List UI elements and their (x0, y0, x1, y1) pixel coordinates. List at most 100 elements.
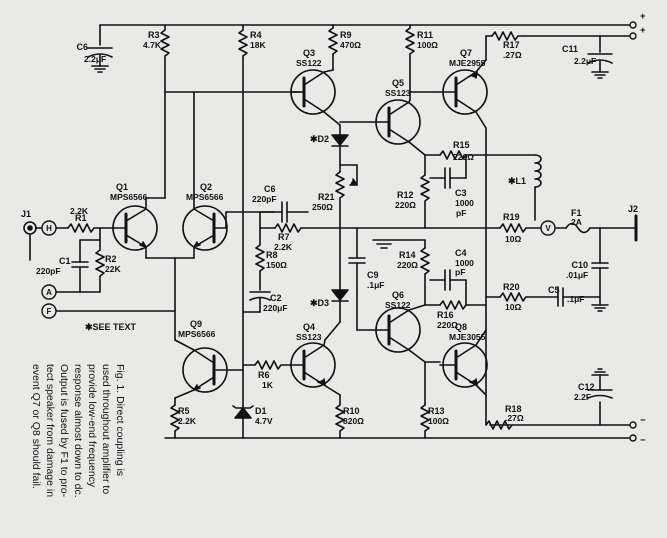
figure-caption: Fig. 1. Direct coupling is used througho… (8, 364, 128, 532)
r2-resistor (95, 249, 105, 277)
r9-resistor (328, 27, 338, 55)
c10-ref: C10 (571, 260, 588, 270)
r16-value: 220Ω (437, 320, 458, 330)
r20-ref: R20 (503, 282, 520, 292)
q1-part: MPS6566 (110, 192, 148, 202)
d3-ref: ✱D3 (310, 298, 329, 308)
c11-value: 2.2μF (574, 56, 596, 66)
caption-line-3: provide low-end frequency (86, 364, 98, 488)
r15-ref: R15 (453, 140, 470, 150)
q5-ref: Q5 (392, 78, 404, 88)
c3-ref: C3 (455, 188, 467, 198)
caption-line-7: event Q7 or Q8 should fail. (30, 364, 42, 489)
r12-ref: R12 (397, 190, 414, 200)
caption-line-2: used throughout amplifier to (100, 364, 112, 495)
l1-ref: ✱L1 (508, 176, 526, 186)
q3-transistor (290, 69, 336, 115)
j2-ref: J2 (628, 204, 638, 214)
c3-value: 1000 (455, 198, 474, 208)
terminal-f-label: F (47, 307, 52, 316)
minus-label-1: − (640, 415, 646, 426)
c9-ref: C9 (367, 270, 379, 280)
r21-ref: R21 (318, 192, 335, 202)
supply-terminal-1 (629, 21, 637, 29)
r15-resistor (439, 150, 467, 160)
r4-ref: R4 (250, 30, 262, 40)
r5-resistor (170, 404, 180, 432)
q4-part: SS123 (296, 332, 322, 342)
q9-part: MPS6566 (178, 329, 216, 339)
r9-value: 470Ω (340, 40, 361, 50)
terminal-f (41, 303, 57, 319)
c3-unit: pF (456, 208, 466, 218)
q3-part: SS122 (296, 58, 322, 68)
r14-resistor (420, 247, 430, 275)
r5-value: 2.2K (178, 416, 197, 426)
c2-value: 220μF (263, 303, 288, 313)
c6-fb-value: 220pF (252, 194, 277, 204)
terminal-a (41, 284, 57, 300)
c1-value: 220pF (36, 266, 61, 276)
r13-ref: R13 (428, 406, 445, 416)
d1-zener-diode (234, 407, 252, 419)
terminal-h-label: H (46, 224, 52, 233)
caption-line-1: Fig. 1. Direct coupling is (114, 364, 126, 477)
r7-ref: R7 (278, 232, 290, 242)
r6-value: 1K (262, 380, 274, 390)
r5-ref: R5 (178, 406, 190, 416)
r10-resistor (335, 404, 345, 432)
terminal-a-label: A (46, 288, 52, 297)
r16-resistor (439, 300, 467, 310)
r7-resistor (274, 223, 302, 233)
d1-value: 4.7V (255, 416, 273, 426)
supply-terminal-4 (629, 434, 637, 442)
c4-value: 1000 (455, 258, 474, 268)
r1-value: 2.2K (70, 206, 89, 216)
r15-value: 220Ω (453, 152, 474, 162)
c5-value: .1μF (567, 294, 584, 304)
r7-value: 2.2K (274, 242, 293, 252)
r19-resistor (499, 223, 527, 233)
terminal-v-label: V (545, 224, 551, 233)
r12-value: 220Ω (395, 200, 416, 210)
r21-value: 250Ω (312, 202, 333, 212)
q8-ref: Q8 (455, 322, 467, 332)
plus-label-2: + (640, 25, 646, 36)
r11-value: 100Ω (417, 40, 438, 50)
r13-value: 100Ω (428, 416, 449, 426)
r18-resistor (485, 420, 513, 430)
q9-ref: Q9 (190, 319, 202, 329)
r17-ref: R17 (503, 40, 520, 50)
caption-line-5: Output is fused by F1 to pro- (58, 364, 70, 498)
r1-ref: R1 (75, 213, 87, 223)
r1-resistor (67, 223, 95, 233)
r14-ref: R14 (399, 250, 416, 260)
r16-ref: R16 (437, 310, 454, 320)
r14-value: 220Ω (397, 260, 418, 270)
d3-diode (331, 289, 349, 301)
f1-fuse (565, 222, 591, 234)
r19-ref: R19 (503, 212, 520, 222)
c6-fb-ref: C6 (264, 184, 276, 194)
r11-ref: R11 (417, 30, 433, 40)
j1-ref: J1 (21, 209, 31, 219)
r4-value: 18K (250, 40, 266, 50)
r18-ref: R18 (505, 404, 522, 414)
q7-ref: Q7 (460, 48, 472, 58)
q5-part: SS123 (385, 88, 411, 98)
c2-ref: C2 (270, 293, 282, 303)
caption-line-6: tect speaker from damage in (44, 364, 56, 498)
r6-resistor (254, 360, 282, 370)
d2-ref: ✱D2 (310, 134, 329, 144)
terminal-v (540, 220, 556, 236)
q2-part: MPS6566 (186, 192, 224, 202)
c5-ref: C5 (548, 285, 560, 295)
r3-value: 4.7K (143, 40, 162, 50)
r12-resistor (420, 174, 430, 202)
r9-ref: R9 (340, 30, 352, 40)
r11-resistor (405, 27, 415, 55)
q7-part: MJE2955 (449, 58, 486, 68)
see-text-note: ✱SEE TEXT (85, 322, 137, 332)
r19-value: 10Ω (505, 234, 521, 244)
